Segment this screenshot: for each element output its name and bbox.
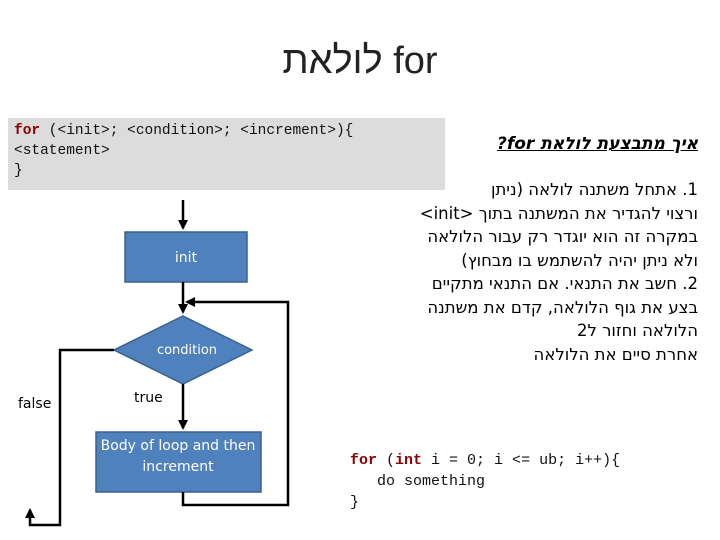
arrow-loop-back bbox=[181, 297, 290, 507]
explanation-heading: איך מתבצעת לולאת for? bbox=[496, 134, 698, 154]
explanation-steps: 1. אתחל משתנה לולאה (ניתן ורצוי להגדיר א… bbox=[338, 178, 698, 366]
slide-title: לולאת for bbox=[282, 40, 438, 82]
example-line-1-rest: i = 0; i <= ub; i++){ bbox=[422, 452, 621, 469]
syntax-line-3: } bbox=[14, 163, 23, 179]
init-box bbox=[124, 231, 248, 283]
body-box bbox=[95, 431, 262, 493]
init-label: init bbox=[175, 250, 198, 266]
arrow-false bbox=[25, 348, 114, 527]
explanation-line: 1. אתחל משתנה לולאה (ניתן bbox=[490, 180, 698, 199]
explanation-line: ולא ניתן יהיה להשתמש בו מבחוץ) bbox=[461, 250, 698, 270]
body-label-line-2: increment bbox=[142, 459, 214, 475]
syntax-line-1: for (<init>; <condition>; <increment>){ bbox=[14, 121, 439, 141]
explanation-line: אחרת סיים את הלולאה bbox=[533, 344, 698, 364]
code-example: for (int i = 0; i <= ub; i++){ do someth… bbox=[350, 450, 620, 513]
condition-label: condition bbox=[157, 343, 217, 358]
explanation-line: בצע את גוף הלולאה, קדם את משתנה bbox=[427, 297, 698, 317]
example-for-keyword: for bbox=[350, 452, 378, 469]
example-line-2: do something bbox=[350, 473, 486, 490]
syntax-line-1-rest: (<init>; <condition>; <increment>){ bbox=[40, 123, 354, 139]
true-label: true bbox=[134, 390, 163, 406]
syntax-line-2: <statement> bbox=[14, 143, 110, 159]
example-int-keyword: int bbox=[395, 452, 423, 469]
example-open: ( bbox=[377, 452, 396, 469]
explanation-line: 2. חשב את התנאי. אם התנאי מתקיים bbox=[431, 274, 698, 293]
example-line-1: for (int i = 0; i <= ub; i++){ bbox=[350, 450, 620, 471]
explanation-line: הלולאה וחזור ל2 bbox=[576, 321, 698, 340]
false-label: false bbox=[18, 396, 52, 412]
example-line-3: } bbox=[350, 494, 360, 511]
body-label-line-1: Body of loop and then bbox=[101, 438, 256, 454]
syntax-for-keyword: for bbox=[14, 123, 41, 139]
explanation-line: ורצוי להגדיר את המשתנה בתוך <init> bbox=[419, 203, 698, 223]
syntax-box: for (<init>; <condition>; <increment>){ … bbox=[8, 118, 445, 190]
explanation-line: במקרה זה הוא יוגדר רק עבור הלולאה bbox=[427, 227, 698, 246]
